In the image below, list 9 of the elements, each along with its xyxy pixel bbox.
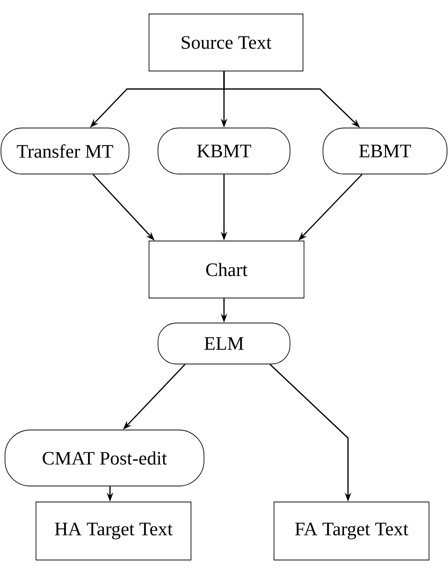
rounded-box: EBMT bbox=[322, 128, 448, 174]
rounded-box: Transfer MT bbox=[0, 128, 130, 174]
rounded-box: ELM bbox=[158, 322, 290, 364]
text-box: HA Target Text bbox=[36, 502, 192, 560]
rounded-box: KBMT bbox=[158, 128, 290, 174]
text-box: Source Text bbox=[148, 14, 304, 72]
text-box: Chart bbox=[148, 240, 304, 298]
text-box: FA Target Text bbox=[274, 502, 430, 560]
rounded-box: CMAT Post-edit bbox=[4, 430, 204, 486]
